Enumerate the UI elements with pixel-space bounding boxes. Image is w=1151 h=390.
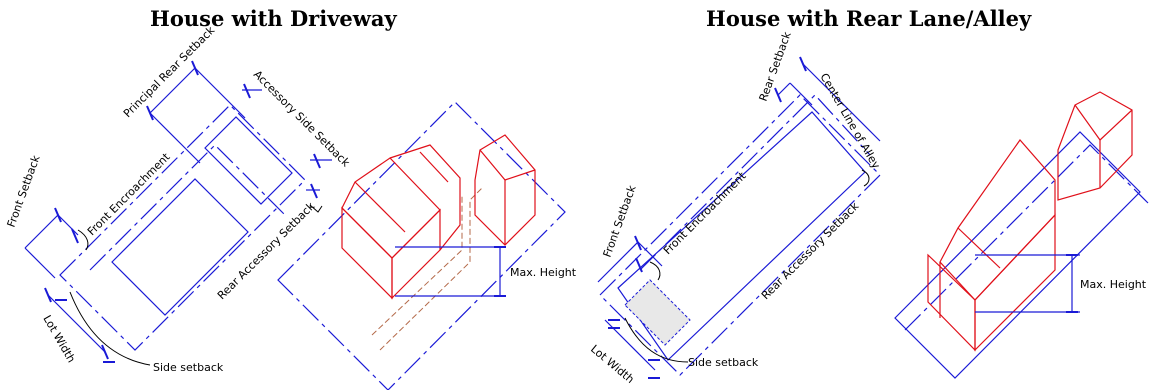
label-side-setback-right: Side setback [688,356,759,369]
principal-envelope-left [111,178,249,316]
side-setback-leader-right [624,317,689,363]
label-rear-setback: Rear Setback [757,30,794,104]
label-front-setback-left: Front Setback [5,153,43,229]
left-3d: Max. Height [277,101,577,390]
label-principal-rear-setback: Principal Rear Setback [121,23,218,120]
label-accessory-side-setback: Accessory Side Setback [251,68,353,170]
lot-3d-left [277,101,566,390]
accessory-right [1057,91,1133,201]
lot-3d-right [894,131,1141,379]
label-center-line-of-alley: Center Line of Alley [817,71,882,171]
label-max-height-right: Max. Height [1080,278,1147,291]
label-lot-width-right: Lot Width [588,342,637,386]
label-front-encroachment-right: Front Encroachment [661,169,749,257]
house-front-right [927,253,976,352]
principal-rear-setback-dim [149,67,196,114]
right-3d: Max. Height [894,91,1149,379]
label-front-encroachment-left: Front Encroachment [85,150,173,238]
title-house-with-rear-lane: House with Rear Lane/Alley [706,6,1032,31]
side-setback-leader-left [69,291,151,366]
house-front-left [341,206,393,300]
label-lot-width-left: Lot Width [40,313,77,365]
left-plan: Principal Rear Setback Accessory Side Se… [5,23,353,374]
front-encroachment-area [624,279,691,346]
front-encroachment-leader-left [77,229,89,251]
label-side-setback-left: Side setback [153,361,224,374]
garage-left [474,134,536,246]
driveway-left [379,187,483,351]
label-max-height-left: Max. Height [510,266,577,279]
right-plan: Rear Setback Center Line of Alley Front … [588,30,883,387]
lot-outline-left [59,104,306,351]
accessory-envelope-left [204,116,293,205]
lot-outline-right [599,94,881,376]
title-house-with-driveway: House with Driveway [150,6,397,31]
label-rear-accessory-setback-right: Rear Accessory Setback [759,199,862,302]
